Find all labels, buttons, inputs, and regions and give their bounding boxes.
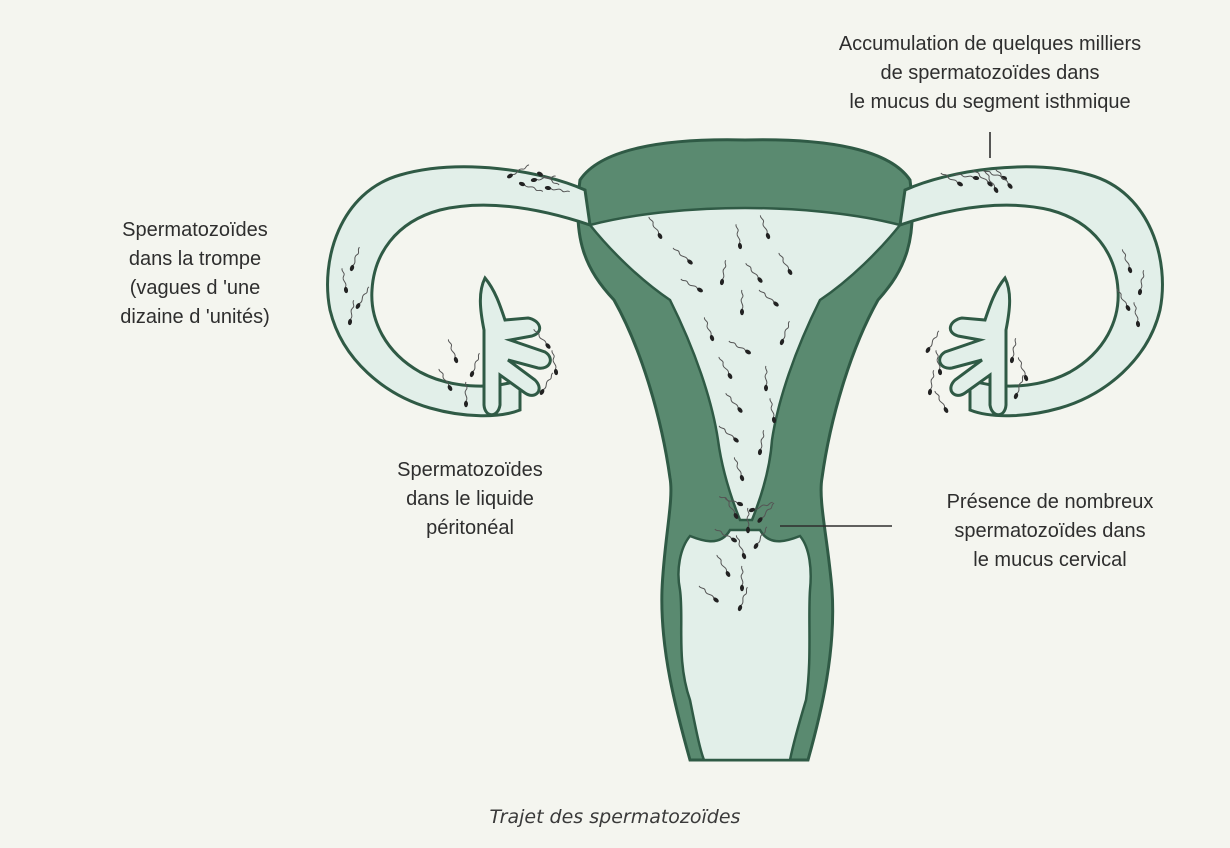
spermatozoon bbox=[719, 259, 727, 286]
label-line: spermatozoïdes dans bbox=[954, 520, 1146, 542]
figure-caption: Trajet des spermatozoïdes bbox=[489, 806, 741, 828]
label-line: (vagues d 'une bbox=[129, 277, 261, 299]
spermatozoon bbox=[1017, 357, 1029, 382]
label-line: dans la trompe bbox=[128, 248, 262, 270]
spermatozoon bbox=[551, 350, 559, 376]
spermatozoon bbox=[341, 268, 349, 294]
spermatozoon bbox=[934, 390, 949, 413]
spermatozoon bbox=[779, 320, 790, 346]
spermatozoon bbox=[737, 586, 748, 612]
spermatozoon bbox=[728, 340, 751, 355]
spermatozoon bbox=[518, 181, 544, 192]
spermatozoon bbox=[757, 429, 765, 456]
spermatozoon bbox=[745, 263, 763, 283]
spermatozoon bbox=[469, 352, 480, 378]
label-isthmic-accumulation: Accumulation de quelques milliers de spe… bbox=[760, 30, 1220, 117]
spermatozoon bbox=[759, 215, 771, 240]
spermatozoon bbox=[940, 172, 963, 187]
spermatozoon bbox=[714, 528, 737, 543]
spermatozoon bbox=[733, 457, 745, 482]
spermatozoon bbox=[698, 585, 719, 603]
left-fimbriae bbox=[478, 275, 552, 417]
spermatozoon bbox=[1133, 302, 1141, 328]
spermatozoon bbox=[769, 398, 777, 424]
label-line: le mucus du segment isthmique bbox=[849, 91, 1131, 113]
label-line: Présence de nombreux bbox=[946, 491, 1154, 513]
spermatozoon bbox=[447, 339, 459, 364]
right-fallopian-tube bbox=[898, 165, 1164, 418]
label-line: dizaine d 'unités) bbox=[120, 306, 270, 328]
spermatozoon bbox=[740, 565, 744, 592]
spermatozoon bbox=[544, 185, 571, 193]
spermatozoon bbox=[672, 247, 693, 265]
spermatozoon bbox=[778, 252, 793, 275]
spermatozoon bbox=[724, 496, 739, 519]
spermatozoon bbox=[537, 171, 560, 186]
left-fallopian-tube bbox=[326, 165, 592, 418]
spermatozoa bbox=[341, 164, 1145, 612]
spermatozoon bbox=[718, 425, 739, 443]
spermatozoon bbox=[753, 526, 768, 549]
uterine-cavity bbox=[587, 206, 903, 522]
label-line: dans le liquide bbox=[406, 488, 534, 510]
label-line: Accumulation de quelques milliers bbox=[838, 33, 1142, 55]
spermatozoon bbox=[1137, 269, 1145, 296]
spermatozoon bbox=[718, 356, 733, 379]
spermatozoon bbox=[935, 350, 943, 376]
spermatozoon bbox=[925, 330, 940, 353]
spermatozoon bbox=[1009, 337, 1017, 364]
spermatozoon bbox=[757, 502, 775, 523]
label-line: péritonéal bbox=[426, 517, 514, 539]
spermatozoon bbox=[953, 173, 980, 181]
spermatozoon bbox=[748, 501, 773, 513]
spermatozoon bbox=[725, 393, 743, 413]
label-line: le mucus cervical bbox=[973, 549, 1127, 571]
label-peritoneal-fluid: Spermatozoïdes dans le liquide péritonéa… bbox=[340, 456, 600, 543]
spermatozoon bbox=[740, 289, 744, 316]
label-line: Spermatozoïdes bbox=[397, 459, 543, 481]
label-line: Spermatozoïdes bbox=[122, 219, 268, 241]
spermatozoon bbox=[927, 369, 935, 396]
spermatozoon bbox=[347, 299, 355, 326]
right-fimbriae bbox=[938, 275, 1012, 417]
spermatozoon bbox=[533, 329, 551, 349]
spermatozoon bbox=[1116, 288, 1131, 311]
spermatozoon bbox=[703, 317, 715, 342]
spermatozoon bbox=[539, 372, 554, 395]
spermatozoon bbox=[438, 368, 453, 391]
spermatozoon bbox=[464, 381, 468, 408]
spermatozoon bbox=[530, 175, 556, 183]
cervical-canal bbox=[677, 528, 812, 762]
spermatozoon bbox=[764, 365, 768, 392]
label-cervical-mucus: Présence de nombreux spermatozoïdes dans… bbox=[900, 488, 1200, 575]
spermatozoon bbox=[355, 286, 370, 309]
spermatozoon bbox=[735, 224, 743, 250]
spermatozoon bbox=[995, 169, 1013, 189]
spermatozoon bbox=[716, 554, 731, 577]
spermatozoon bbox=[648, 216, 663, 239]
spermatozoon bbox=[984, 170, 999, 193]
spermatozoon bbox=[758, 289, 779, 307]
label-sperm-in-tube: Spermatozoïdes dans la trompe (vagues d … bbox=[70, 216, 320, 332]
spermatozoon bbox=[507, 164, 530, 179]
spermatozoon bbox=[1013, 374, 1024, 400]
spermatozoon bbox=[349, 246, 360, 272]
spermatozoon bbox=[680, 278, 703, 293]
spermatozoon bbox=[718, 496, 744, 507]
spermatozoon bbox=[746, 507, 750, 534]
label-line: de spermatozoïdes dans bbox=[880, 62, 1100, 84]
spermatozoon bbox=[735, 535, 747, 560]
spermatozoon bbox=[1121, 249, 1133, 274]
